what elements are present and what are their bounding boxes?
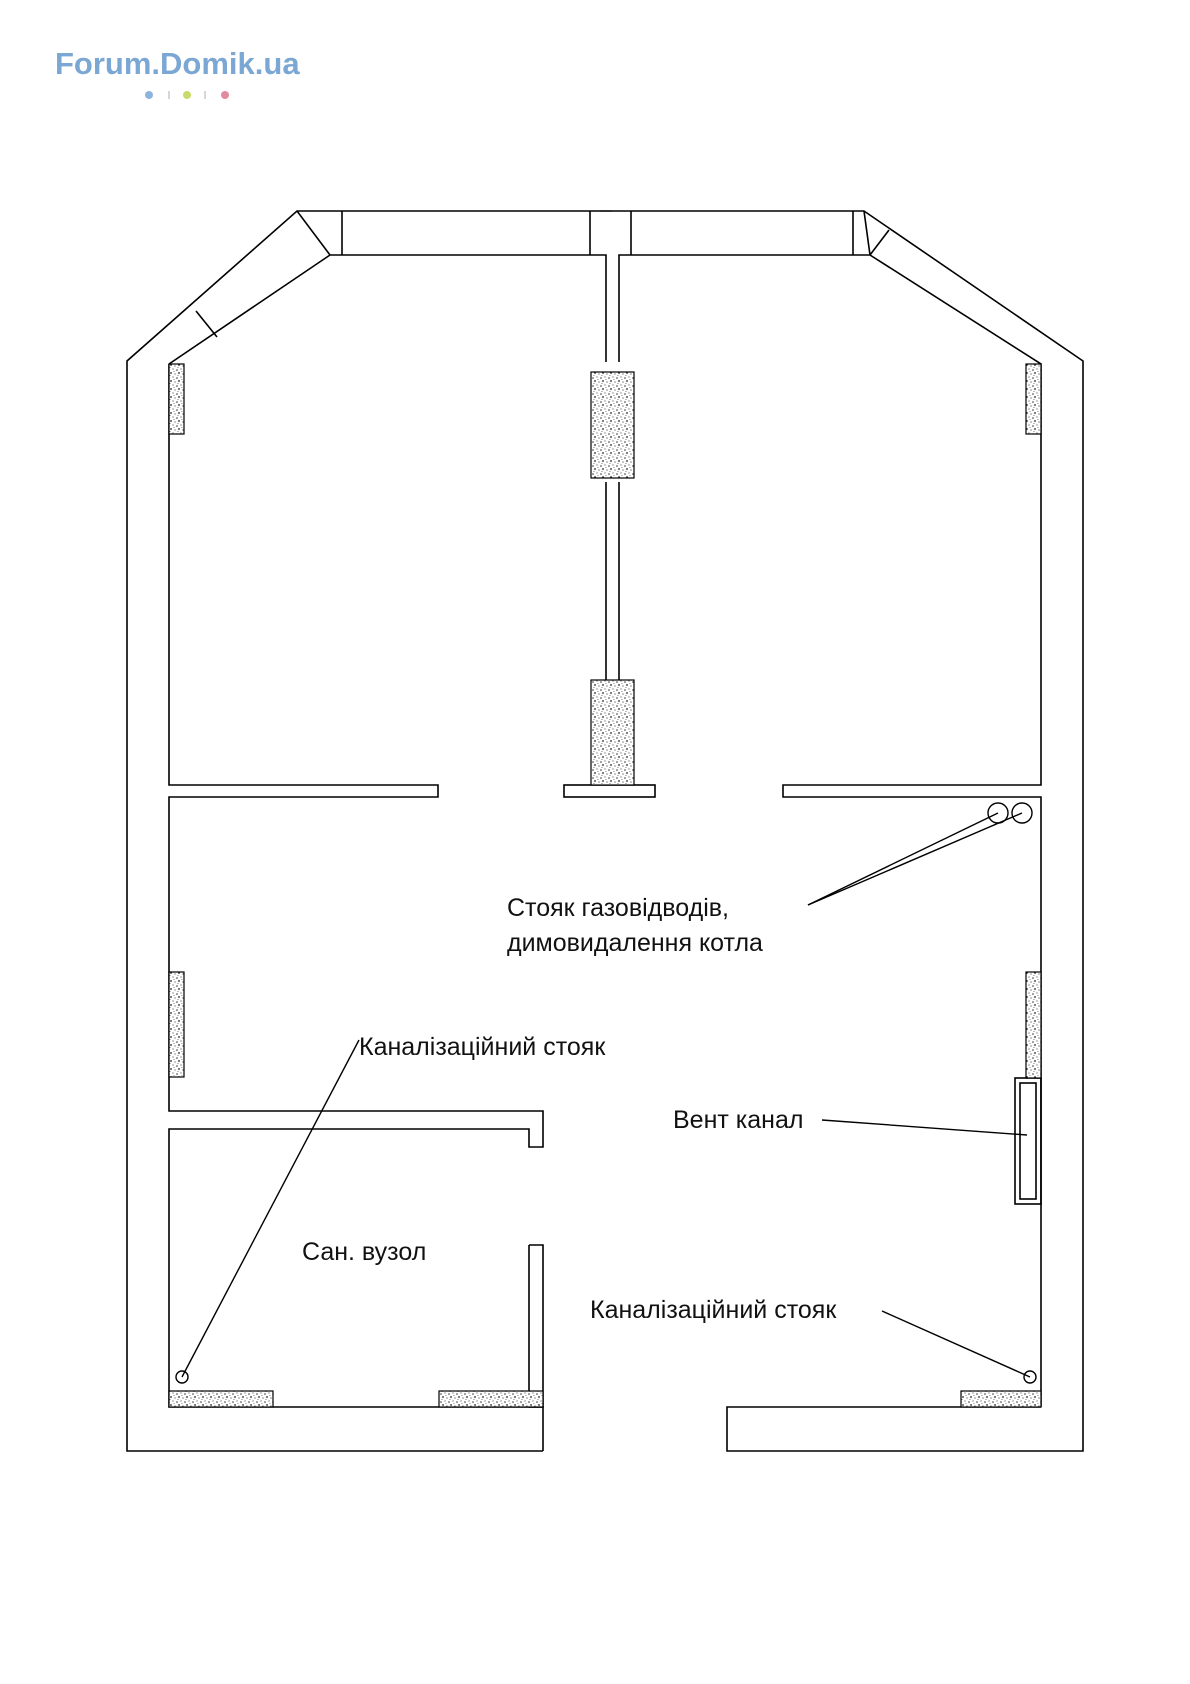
leader-gas	[807, 812, 1023, 906]
label-sewer-riser-left: Каналізаційний стояк	[359, 1033, 606, 1061]
logo-dot-green	[183, 91, 191, 99]
masonry-block	[168, 1390, 274, 1408]
masonry-block	[590, 371, 635, 479]
masonry-block	[1025, 363, 1042, 435]
leader-lines	[181, 812, 1031, 1378]
logo-dots	[145, 91, 229, 99]
bathroom-partition	[528, 1244, 544, 1408]
outer-wall-left	[126, 210, 600, 1452]
masonry-blocks	[168, 363, 1042, 1408]
vent-channel	[1014, 1077, 1042, 1205]
logo-dot-pink	[221, 91, 229, 99]
logo-dot-blue	[145, 91, 153, 99]
vent-channel-inner	[1019, 1082, 1037, 1200]
wall-joint	[863, 210, 871, 256]
inner-wall-top-diag-left	[168, 254, 607, 365]
logo-text: Forum.Domik.ua	[55, 46, 300, 81]
masonry-block	[960, 1390, 1042, 1408]
label-vent-channel: Вент канал	[673, 1106, 803, 1134]
outer-wall-right	[612, 210, 1084, 1452]
label-bathroom: Сан. вузол	[302, 1238, 426, 1266]
walls	[126, 210, 1084, 1452]
masonry-block	[168, 363, 185, 435]
center-partition-base	[563, 784, 656, 798]
masonry-block	[1025, 971, 1042, 1079]
label-gas-riser: Стояк газовідводів,	[507, 894, 729, 922]
site-logo[interactable]: Forum.Domik.ua	[55, 46, 300, 99]
label-sewer-riser-right: Каналізаційний стояк	[590, 1296, 837, 1324]
leader-sewer-left	[181, 1039, 360, 1378]
wall-joint	[296, 210, 331, 256]
leader-vent	[821, 1119, 1028, 1136]
wall-joint	[869, 229, 890, 256]
annotations: Стояк газовідводів, димовидалення котла …	[302, 894, 837, 1324]
masonry-block	[590, 679, 635, 786]
leader-gas	[807, 812, 999, 906]
masonry-block	[168, 971, 185, 1078]
inner-wall-top-diag-right	[618, 254, 1042, 1407]
label-gas-riser: димовидалення котла	[507, 929, 763, 957]
leader-sewer-right	[881, 1310, 1031, 1378]
inner-wall-top-left	[168, 364, 544, 1451]
wall-joint	[195, 310, 218, 338]
masonry-block	[438, 1390, 544, 1408]
